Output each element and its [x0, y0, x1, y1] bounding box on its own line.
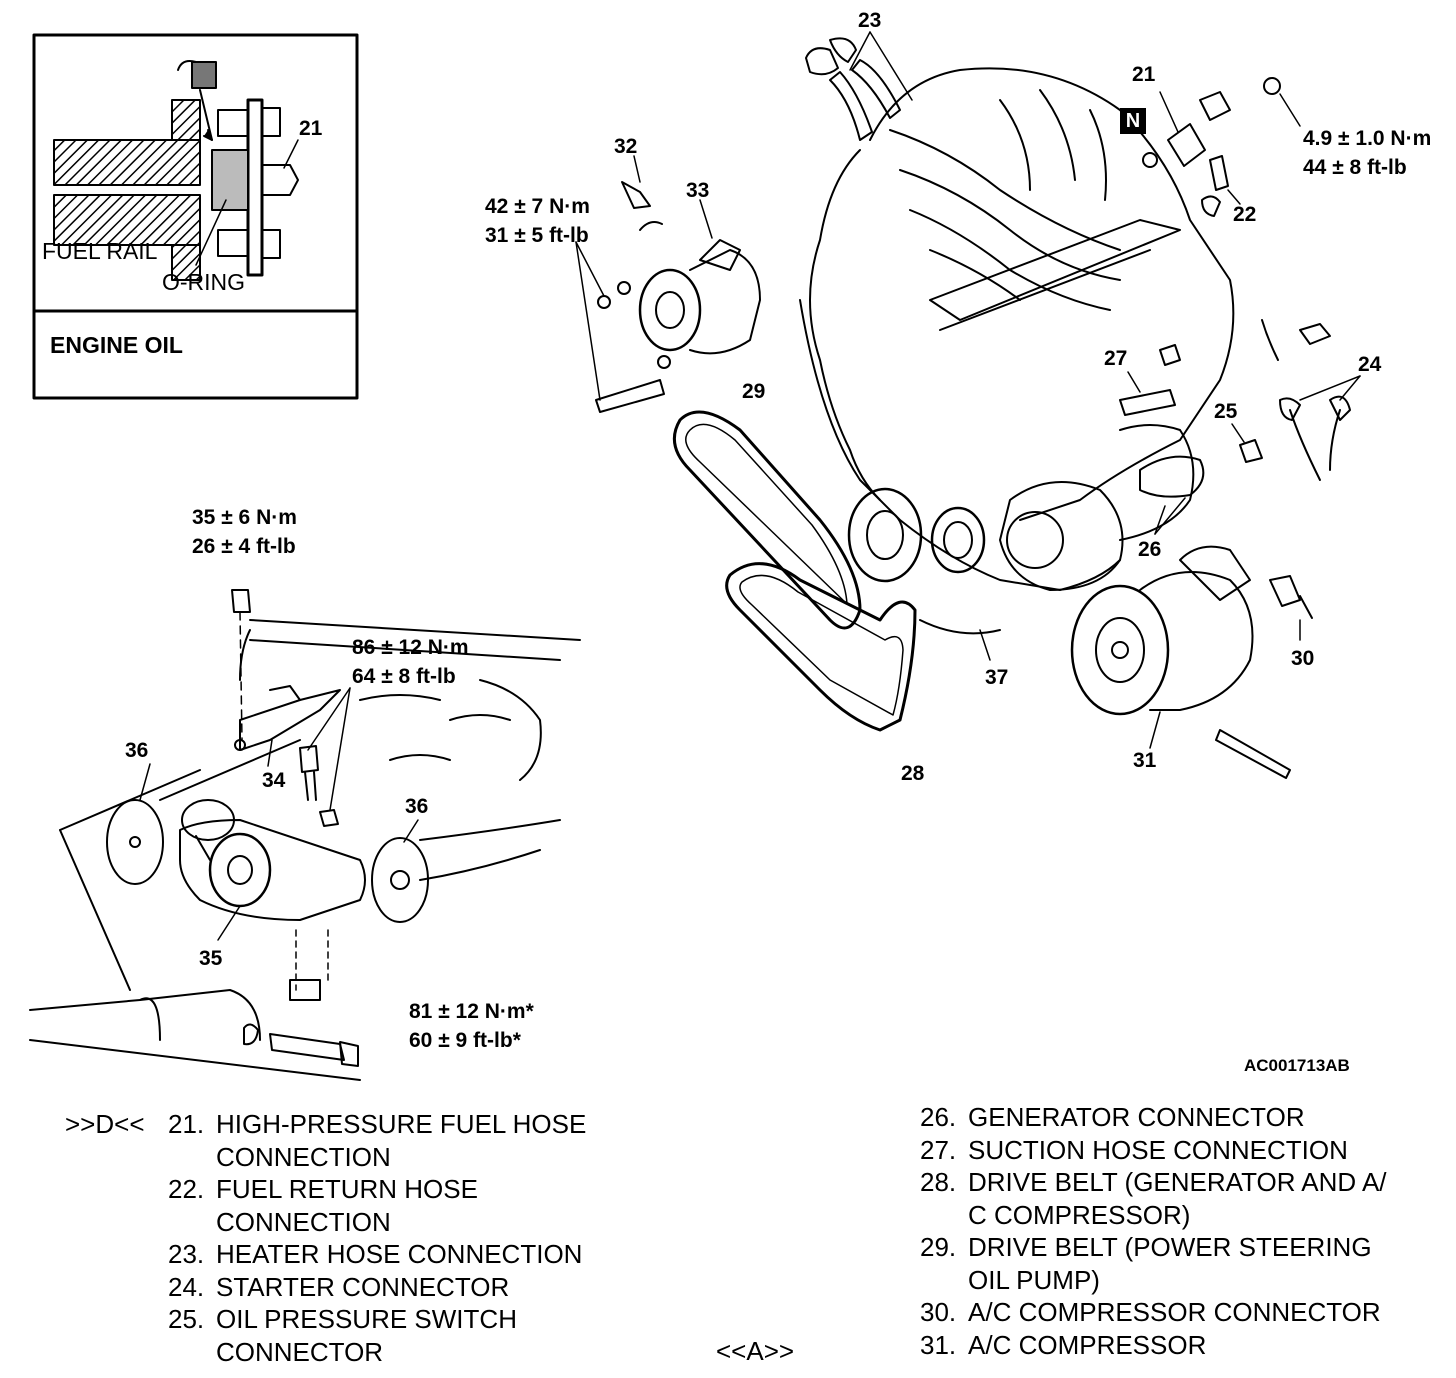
callout-35: 35 — [199, 947, 223, 970]
legend-text: FUEL RETURN HOSE — [216, 1174, 478, 1204]
torque-spec-fitting: 4.9 ± 1.0 N·m 44 ± 8 ft-lb — [1303, 124, 1431, 182]
legend-text: GENERATOR CONNECTOR — [968, 1102, 1305, 1132]
power-steering-pump — [575, 155, 761, 413]
legend-num: 22. — [168, 1174, 205, 1204]
torque-spec-pump: 42 ± 7 N·m 31 ± 5 ft-lb — [485, 192, 590, 250]
inset-callout-21: 21 — [299, 117, 323, 140]
legend-num: 25. — [168, 1304, 205, 1334]
legend-num: 30. — [920, 1297, 957, 1327]
torque-ftlb: 31 ± 5 ft-lb — [485, 224, 589, 247]
legend-num: 29. — [920, 1232, 957, 1262]
legend-text: CONNECTION — [216, 1141, 391, 1172]
callout-22: 22 — [1233, 203, 1257, 226]
legend-num: 23. — [168, 1239, 205, 1269]
legend-text: DRIVE BELT (GENERATOR AND A/ — [968, 1167, 1387, 1197]
non-reusable-badge: N — [1120, 108, 1146, 134]
callout-36-left: 36 — [125, 739, 149, 762]
callout-30: 30 — [1291, 647, 1315, 670]
legend-num: 27. — [920, 1134, 957, 1165]
callout-26: 26 — [1138, 538, 1162, 561]
legend-text: STARTER CONNECTOR — [216, 1271, 510, 1302]
legend-text: DRIVE BELT (POWER STEERING — [968, 1232, 1372, 1262]
torque-nm: 35 ± 6 N·m — [192, 506, 297, 529]
engine-oil-label: ENGINE OIL — [50, 332, 183, 358]
callout-33: 33 — [686, 179, 710, 202]
callout-27: 27 — [1104, 347, 1128, 370]
legend-text: C COMPRESSOR) — [968, 1199, 1191, 1230]
legend-text: HEATER HOSE CONNECTION — [216, 1239, 583, 1269]
legend-text: SUCTION HOSE CONNECTION — [968, 1134, 1348, 1165]
torque-nm: 81 ± 12 N·m* — [409, 1000, 534, 1023]
torque-spec-bracket: 86 ± 12 N·m 64 ± 8 ft-lb — [352, 633, 469, 691]
torque-ftlb: 60 ± 9 ft-lb* — [409, 1029, 521, 1052]
legend-num: 28. — [920, 1167, 957, 1197]
torque-ftlb: 26 ± 4 ft-lb — [192, 535, 296, 558]
legend-num: 21. — [168, 1109, 205, 1139]
callout-28: 28 — [901, 762, 925, 785]
legend-text: HIGH-PRESSURE FUEL HOSE — [216, 1109, 587, 1139]
legend-text: OIL PRESSURE SWITCH — [216, 1304, 517, 1334]
ac-compressor — [1070, 545, 1313, 779]
engine-assembly — [672, 31, 1361, 732]
callout-23: 23 — [858, 9, 882, 32]
legend-num: 24. — [168, 1271, 205, 1302]
torque-nm: 4.9 ± 1.0 N·m — [1303, 127, 1432, 150]
callout-36-right: 36 — [405, 795, 429, 818]
procedure-mark-d: >>D<< — [65, 1109, 145, 1139]
procedure-mark-a: <<A>> — [716, 1336, 795, 1366]
callout-24: 24 — [1358, 353, 1382, 376]
torque-nm: 86 ± 12 N·m — [352, 636, 469, 659]
legend-text: CONNECTION — [216, 1206, 391, 1237]
torque-ftlb: 44 ± 8 ft-lb — [1303, 156, 1407, 179]
torque-spec-mount-top: 35 ± 6 N·m 26 ± 4 ft-lb — [192, 503, 297, 561]
fuel-rail-inset — [32, 33, 359, 400]
torque-spec-mount-bolt: 81 ± 12 N·m* 60 ± 9 ft-lb* — [409, 997, 534, 1055]
legend-text: CONNECTOR — [216, 1336, 384, 1367]
legend-num: 26. — [920, 1102, 957, 1132]
fuel-rail-label: FUEL RAIL — [42, 238, 158, 264]
legend-text: A/C COMPRESSOR — [968, 1329, 1207, 1360]
legend-num: 31. — [920, 1329, 957, 1360]
callout-21: 21 — [1132, 63, 1156, 86]
o-ring-label: O-RING — [162, 269, 246, 295]
callout-37: 37 — [985, 666, 1009, 689]
callout-31: 31 — [1133, 749, 1157, 772]
figure-id: AC001713AB — [1244, 1056, 1350, 1075]
engine-mount-assembly — [29, 589, 581, 1081]
legend-text: OIL PUMP) — [968, 1264, 1100, 1295]
callout-32: 32 — [614, 135, 638, 158]
legend-text: A/C COMPRESSOR CONNECTOR — [968, 1297, 1381, 1327]
torque-nm: 42 ± 7 N·m — [485, 195, 590, 218]
callout-25: 25 — [1214, 400, 1238, 423]
torque-ftlb: 64 ± 8 ft-lb — [352, 665, 456, 688]
callout-34: 34 — [262, 769, 286, 792]
callout-29: 29 — [742, 380, 766, 403]
